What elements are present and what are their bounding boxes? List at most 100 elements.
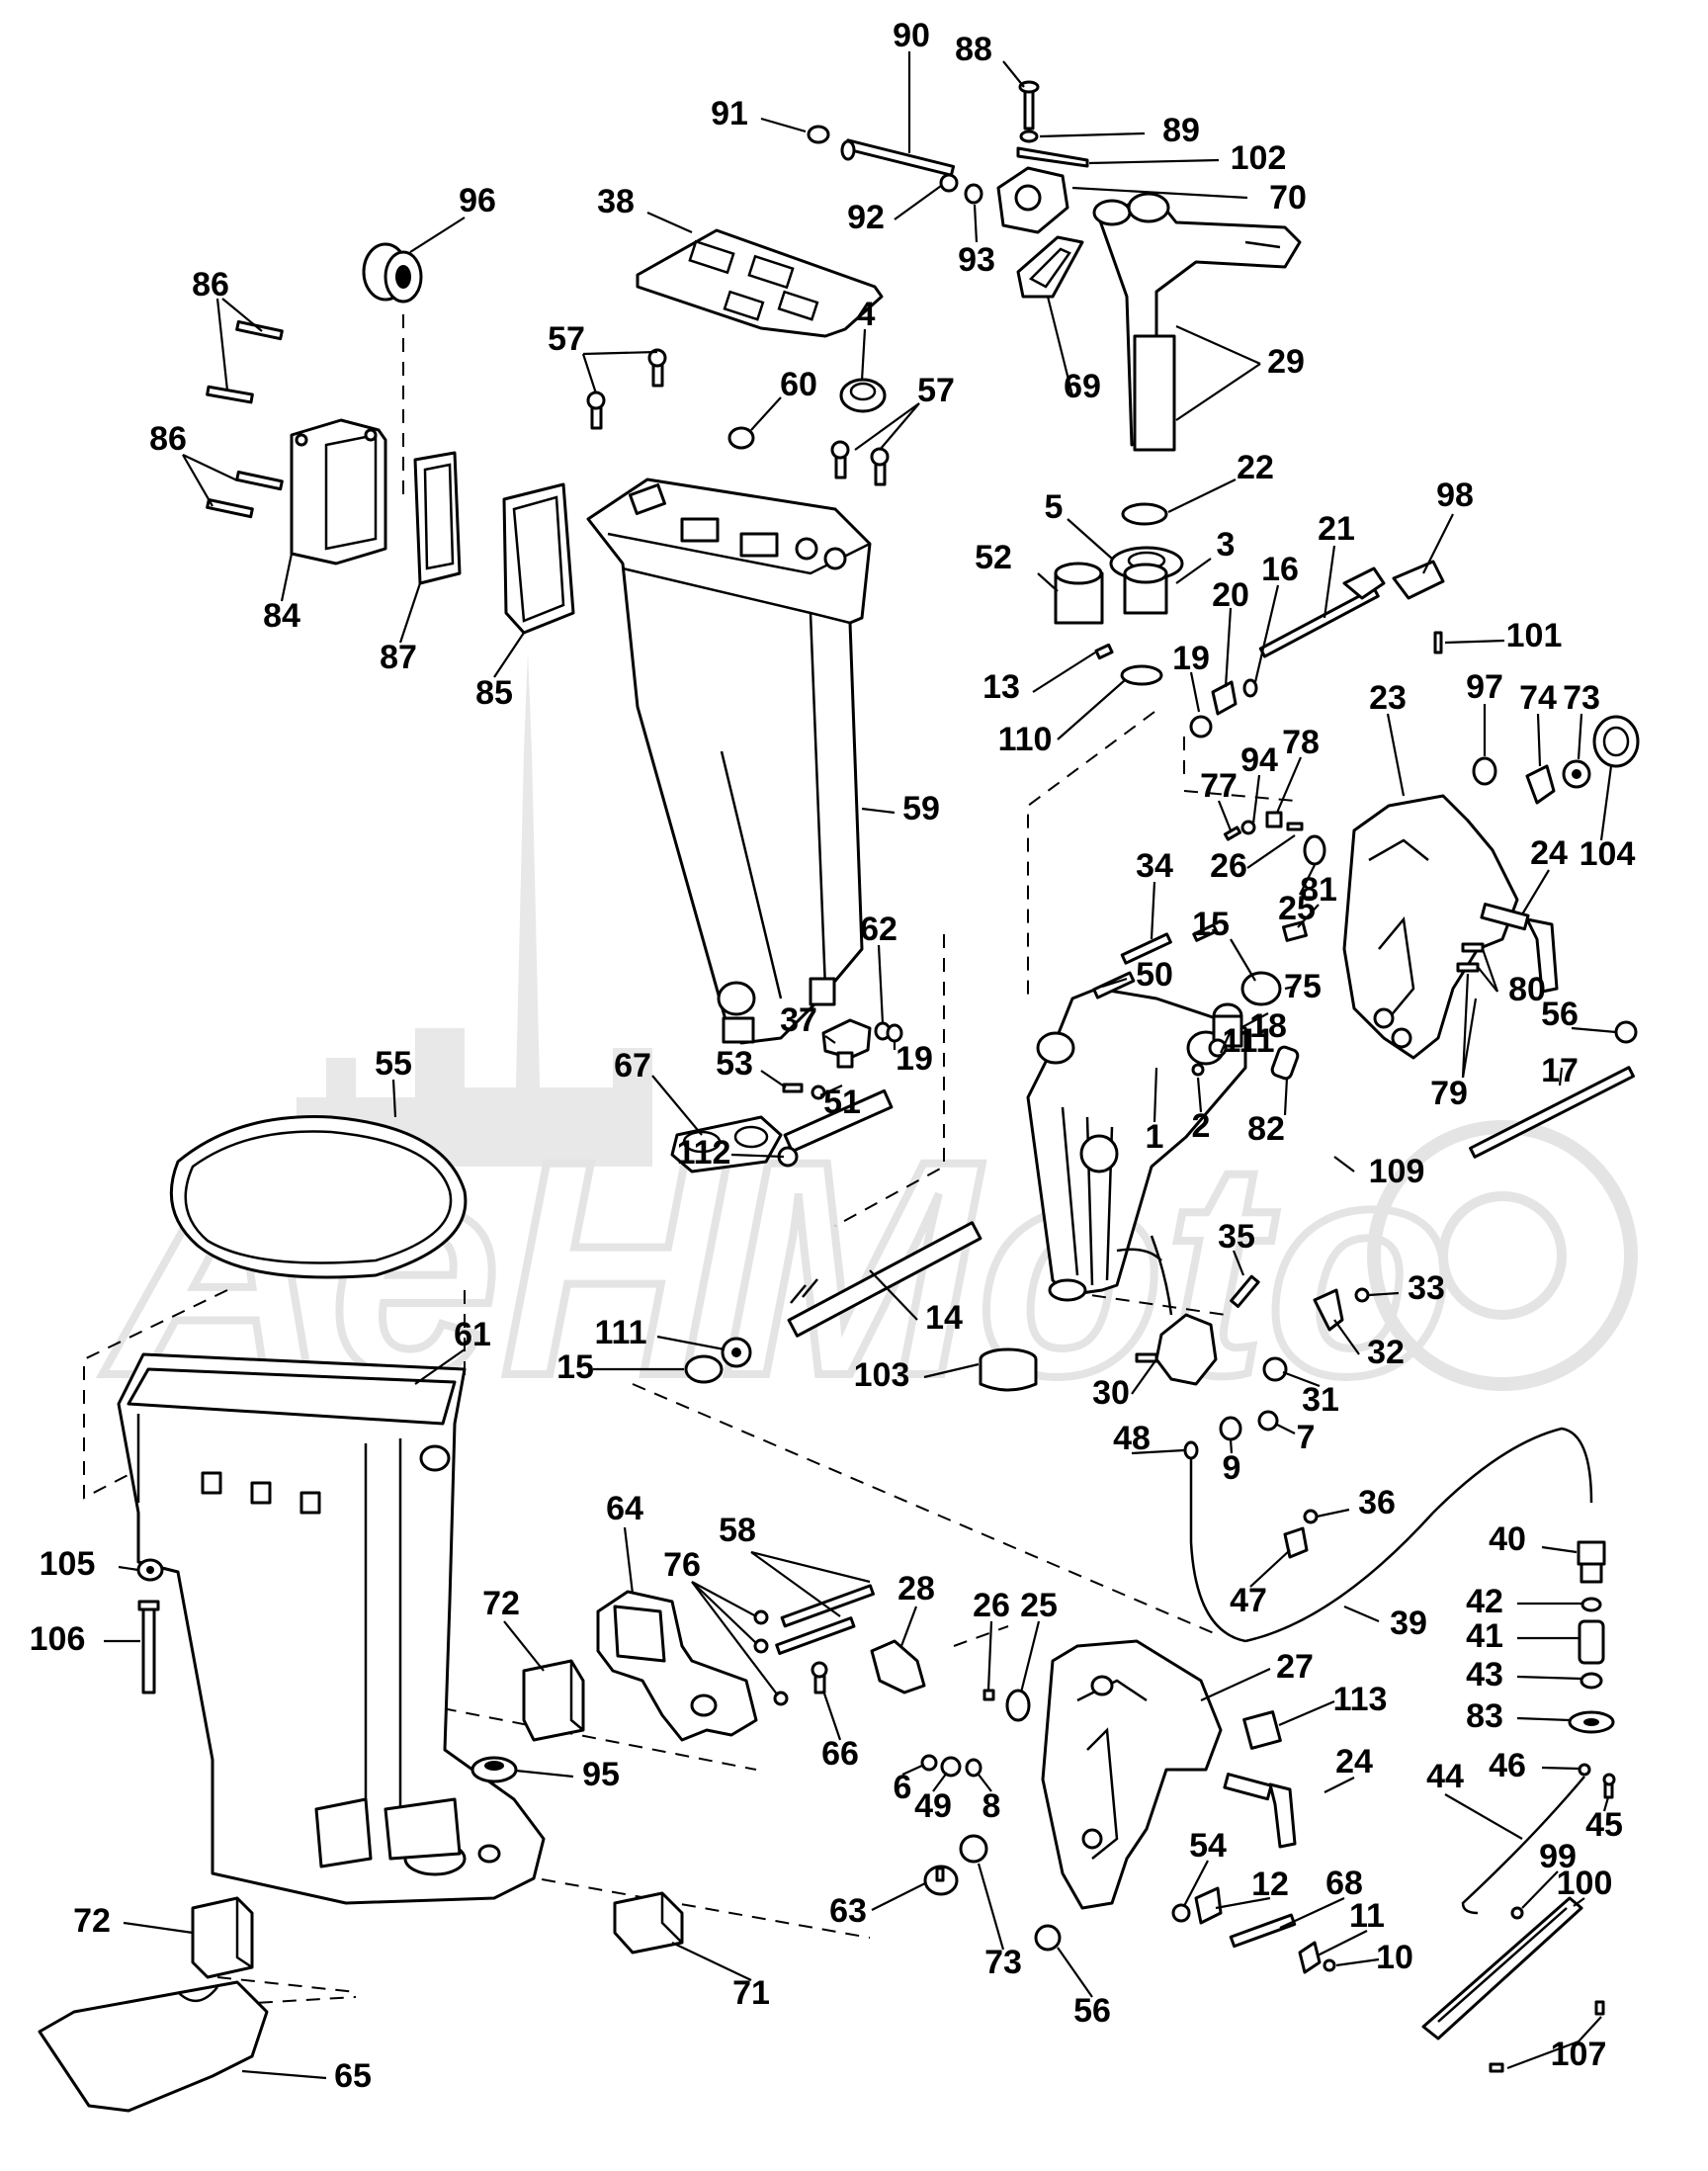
callout-c29: 29: [1267, 343, 1305, 381]
exhaust-housing-59: [586, 478, 872, 1045]
callout-c56b: 56: [1073, 1992, 1111, 2030]
clamp-70: [996, 166, 1069, 234]
callout-c33: 33: [1408, 1269, 1445, 1307]
callout-c112: 112: [677, 1134, 731, 1172]
screws-107: [1489, 2000, 1605, 2073]
seal-ring-55: [169, 1115, 468, 1279]
callout-c111a: 111: [1223, 1022, 1275, 1060]
washer-54: [1171, 1903, 1191, 1923]
pin-99: [1510, 1906, 1524, 1920]
callout-c71: 71: [732, 1974, 770, 2012]
callout-c16: 16: [1261, 551, 1299, 588]
cable-39: [1244, 1427, 1593, 1643]
screw-10: [1323, 1958, 1336, 1972]
small-hardware-77-94-78-26-25: [1223, 811, 1326, 866]
callout-c82: 82: [1247, 1110, 1285, 1148]
callout-c57b: 57: [917, 372, 955, 409]
bushing-25-bottom: [1005, 1689, 1031, 1722]
callout-c30: 30: [1092, 1374, 1130, 1412]
screws-86: [206, 320, 284, 519]
callout-c40: 40: [1489, 1520, 1526, 1558]
screws-57: [586, 348, 890, 486]
callout-c51: 51: [823, 1084, 861, 1121]
clip-46: [1578, 1763, 1591, 1777]
callout-c2: 2: [1192, 1107, 1211, 1145]
screw-66: [811, 1661, 828, 1694]
bolt-106: [137, 1600, 160, 1694]
gasket-38: [636, 228, 884, 338]
plate-82: [1270, 1045, 1300, 1081]
callout-c26b: 26: [973, 1587, 1010, 1624]
callout-c101: 101: [1506, 617, 1563, 654]
callout-c23: 23: [1369, 679, 1407, 717]
callout-c97: 97: [1466, 668, 1503, 706]
callout-c38: 38: [597, 183, 635, 220]
tilt-lock-24-bottom: [1223, 1773, 1297, 1849]
tube-17: [1469, 1066, 1635, 1159]
plug-60: [727, 426, 755, 450]
seal-69: [1016, 235, 1084, 299]
oring-42: [1580, 1597, 1602, 1612]
nut-105: [136, 1558, 164, 1582]
callout-c26a: 26: [1210, 847, 1247, 885]
pad-72-upper: [522, 1659, 585, 1742]
callout-c9: 9: [1223, 1449, 1241, 1487]
callout-c58: 58: [719, 1512, 756, 1549]
callout-c25b: 25: [1020, 1587, 1058, 1624]
callout-c57a: 57: [548, 320, 585, 358]
cap-31: [1262, 1356, 1288, 1382]
bolt-88: [1018, 80, 1040, 130]
callout-c74: 74: [1519, 679, 1557, 717]
callout-c49: 49: [914, 1787, 952, 1825]
callout-c73a: 73: [1563, 679, 1600, 717]
callout-c92: 92: [847, 199, 885, 236]
callout-c60: 60: [780, 366, 817, 403]
callout-c100: 100: [1557, 1865, 1613, 1902]
callout-c106: 106: [30, 1620, 86, 1658]
bolts-58: [775, 1584, 875, 1655]
watermark-spire: [514, 652, 542, 1167]
callout-c8: 8: [982, 1787, 1001, 1825]
nut-19: [1189, 715, 1213, 738]
callout-c59: 59: [902, 790, 940, 827]
screw-101: [1433, 631, 1443, 654]
nut-7: [1257, 1410, 1279, 1432]
oring-43: [1580, 1672, 1603, 1690]
lower-housing-61: [117, 1352, 546, 1905]
screw-26-bottom: [982, 1689, 995, 1701]
callout-c37: 37: [780, 1001, 817, 1039]
callout-c41: 41: [1466, 1617, 1503, 1655]
callout-c18: 18: [1249, 1007, 1287, 1045]
callout-c96: 96: [459, 182, 496, 219]
bushing-111-left: [721, 1337, 752, 1368]
callout-c79: 79: [1430, 1075, 1468, 1112]
rod-44: [1461, 1776, 1585, 1915]
anode-71: [613, 1891, 684, 1954]
bushing-97: [1472, 756, 1497, 786]
callout-c65: 65: [334, 2057, 372, 2095]
pin-14: [787, 1221, 982, 1338]
pad-72-lower: [191, 1896, 254, 1979]
callout-c44: 44: [1426, 1758, 1464, 1795]
knob-98: [1392, 560, 1445, 600]
callout-c11: 11: [1349, 1897, 1385, 1935]
callout-c75: 75: [1284, 968, 1322, 1005]
bolt-90: [840, 138, 956, 177]
switch-30: [1116, 1235, 1218, 1386]
washers-76: [753, 1609, 789, 1706]
plate-20: [1211, 680, 1238, 716]
callout-c87: 87: [380, 639, 417, 676]
callout-c90: 90: [893, 17, 930, 54]
gasket-85: [502, 482, 575, 635]
washer-92: [939, 173, 959, 193]
callout-c66: 66: [821, 1735, 859, 1773]
callout-c31: 31: [1302, 1381, 1339, 1419]
spring-34: [1120, 932, 1172, 965]
inner-gasket-87: [413, 451, 462, 585]
callout-c86b: 86: [149, 420, 187, 458]
fitting-40: [1577, 1540, 1606, 1584]
seal-4: [839, 378, 887, 413]
washer-33: [1354, 1287, 1370, 1303]
callout-c28: 28: [897, 1570, 935, 1607]
